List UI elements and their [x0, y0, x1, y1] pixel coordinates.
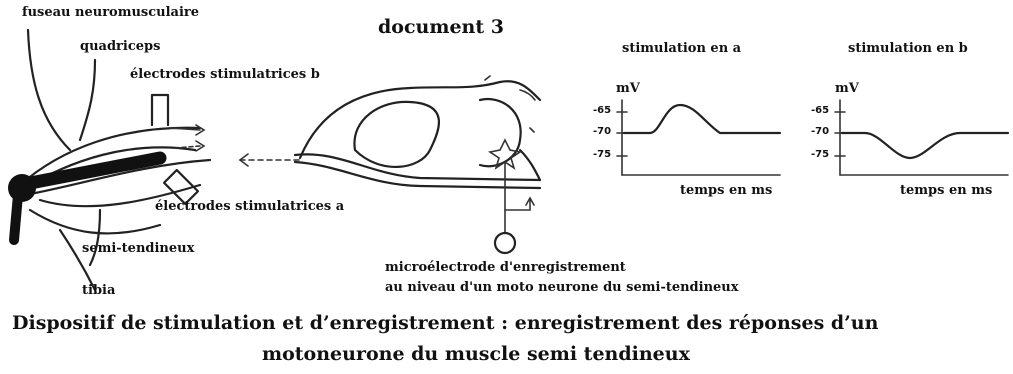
graph-a-trace [624, 105, 780, 133]
label-electrodes-a: électrodes stimulatrices a [155, 200, 344, 214]
label-quadriceps: quadriceps [80, 40, 160, 54]
graph-a [617, 100, 780, 175]
nerve-drawing [240, 154, 540, 188]
graph-b-title: stimulation en b [848, 42, 968, 56]
microelectrode-icon [495, 162, 534, 253]
graph-a-xlabel: temps en ms [680, 184, 772, 198]
graph-b-trace [842, 133, 1008, 158]
label-fuseau: fuseau neuromusculaire [22, 6, 199, 20]
graph-b [835, 100, 1008, 175]
label-microelectrode-line2: au niveau d'un moto neurone du semi-tend… [385, 281, 739, 295]
graph-b-tick-label: -75 [811, 149, 829, 160]
electrodes-b-icon [152, 95, 204, 151]
graph-b-tick-label: -65 [811, 105, 829, 116]
label-semi-tendineux: semi-tendineux [82, 242, 194, 256]
graph-a-tick-label: -70 [593, 126, 611, 137]
label-microelectrode-line1: microélectrode d'enregistrement [385, 261, 626, 275]
label-tibia: tibia [82, 284, 115, 298]
graph-b-ylabel: mV [835, 82, 859, 96]
graph-b-tick-label: -70 [811, 126, 829, 137]
spinal-cord-drawing [300, 76, 540, 180]
graph-a-title: stimulation en a [622, 42, 741, 56]
caption-line2: motoneurone du muscle semi tendineux [262, 343, 690, 365]
caption-line1: Dispositif de stimulation et d’enregistr… [12, 312, 878, 334]
graph-b-xlabel: temps en ms [900, 184, 992, 198]
label-electrodes-b: électrodes stimulatrices b [130, 68, 320, 82]
graph-a-tick-label: -65 [593, 105, 611, 116]
graph-a-tick-label: -75 [593, 149, 611, 160]
graph-a-ylabel: mV [616, 82, 640, 96]
